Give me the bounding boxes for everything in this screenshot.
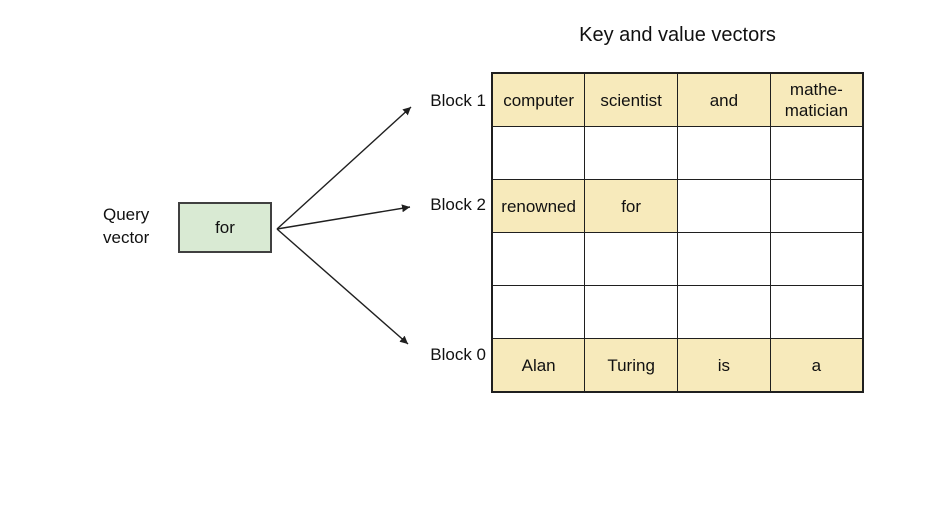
kv-cell [584,126,678,180]
kv-cell: computer [491,72,586,127]
kv-cell [584,285,678,339]
kv-row-block-1: computer scientist and mathe-matician [491,72,864,127]
kv-row-block-0: Alan Turing is a [491,338,864,393]
kv-table: computer scientist and mathe-matician re… [491,72,864,393]
kv-cell: mathe-matician [769,72,864,127]
kv-row-empty [491,285,864,339]
kv-cell [769,232,864,286]
kv-cell [491,126,586,180]
block-0-label: Block 0 [430,345,486,364]
kv-cell: a [769,338,864,393]
kv-cell: for [584,179,678,233]
kv-cell: is [677,338,771,393]
query-vector-label: Query vector [103,205,150,247]
kv-cell: Turing [584,338,678,393]
kv-cell [677,126,771,180]
kv-cell [584,232,678,286]
kv-cell [769,285,864,339]
kv-cell [677,232,771,286]
diagram-title: Key and value vectors [579,24,776,46]
kv-row-block-2: renowned for [491,179,864,233]
kv-row-empty [491,232,864,286]
kv-cell [491,232,586,286]
kv-cell [491,285,586,339]
kv-cell: and [677,72,771,127]
query-vector-box: for [178,202,272,253]
kv-row-empty [491,126,864,180]
kv-cell: scientist [584,72,678,127]
kv-cell [769,126,864,180]
kv-cell [677,285,771,339]
kv-cell: renowned [491,179,586,233]
kv-cell [769,179,864,233]
kv-cell [677,179,771,233]
block-1-label: Block 1 [430,91,486,110]
kv-cell: Alan [491,338,586,393]
arrow-to-block-0 [276,228,409,345]
block-2-label: Block 2 [430,195,486,214]
query-token: for [215,217,235,237]
